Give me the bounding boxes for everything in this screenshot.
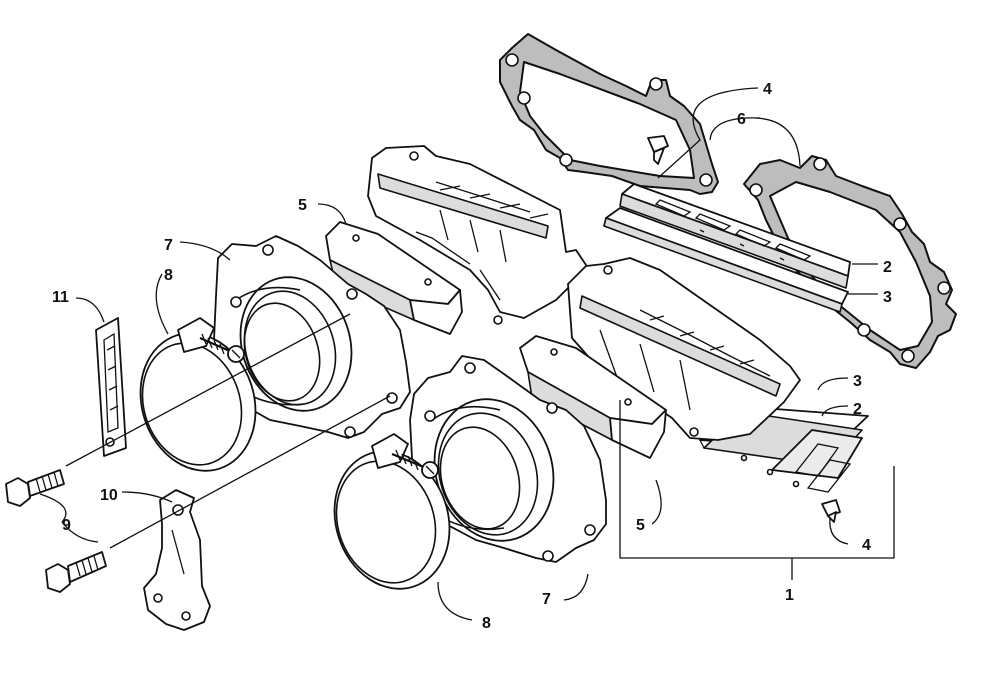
throttle-cable-bracket xyxy=(143,489,211,631)
callout-6: 6 xyxy=(737,111,746,128)
mounting-plate xyxy=(95,317,127,457)
callout-1: 1 xyxy=(785,587,794,604)
callout-8-lower: 8 xyxy=(482,615,491,632)
callout-10: 10 xyxy=(100,487,118,504)
callout-4-lower: 4 xyxy=(862,537,871,554)
callout-5-upper: 5 xyxy=(298,197,307,214)
spacer-block-lower xyxy=(519,335,667,459)
screw-upper xyxy=(647,135,669,165)
callout-3-upper: 3 xyxy=(883,289,892,306)
callout-4-upper: 4 xyxy=(763,81,772,98)
callout-2-lower: 2 xyxy=(853,401,862,418)
intake-boot-upper xyxy=(213,235,411,439)
reed-stop-plate-upper xyxy=(603,183,851,313)
intake-boot-lower xyxy=(409,355,607,563)
callout-5-lower: 5 xyxy=(636,517,645,534)
callout-7-lower: 7 xyxy=(542,591,551,608)
leader-lines xyxy=(39,87,895,621)
callout-8-upper: 8 xyxy=(164,267,173,284)
hose-clamp-lower xyxy=(333,433,451,590)
hose-clamp-upper xyxy=(139,317,257,472)
callout-11: 11 xyxy=(52,289,69,306)
callout-3-lower: 3 xyxy=(853,373,862,390)
hex-bolt-lower xyxy=(45,551,107,593)
callout-2-upper: 2 xyxy=(883,259,892,276)
intake-gasket-upper xyxy=(499,33,719,195)
screw-lower xyxy=(821,499,841,523)
callout-labels: 1 2 2 3 3 4 4 5 5 6 7 7 8 8 9 10 11 xyxy=(52,81,892,632)
spacer-block-upper xyxy=(325,221,463,335)
callout-9: 9 xyxy=(62,517,71,534)
callout-7-upper: 7 xyxy=(164,237,173,254)
reed-cage-upper xyxy=(367,145,589,325)
hex-bolt-upper xyxy=(5,469,65,507)
